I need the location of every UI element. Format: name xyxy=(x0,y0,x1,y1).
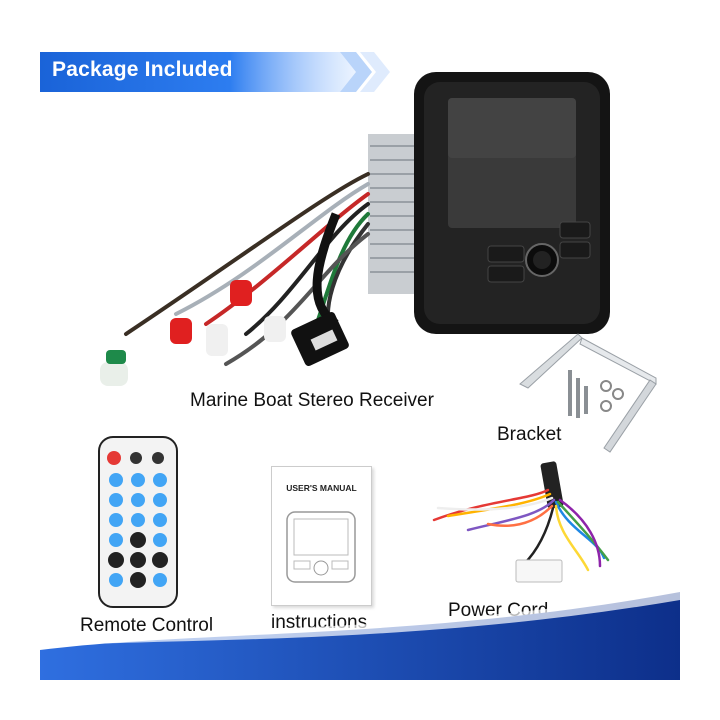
package-banner: Package Included xyxy=(40,52,392,92)
user-manual-image: USER'S MANUAL xyxy=(271,466,372,606)
banner-title: Package Included xyxy=(52,58,233,81)
stereo-receiver-image xyxy=(100,72,610,386)
power-cord-image xyxy=(432,461,610,583)
remote-control-image xyxy=(98,436,178,608)
manual-device-illustration xyxy=(286,511,356,583)
bracket-label: Bracket xyxy=(497,424,562,445)
banner-arrow-shape xyxy=(40,52,390,92)
remote-label: Remote Control xyxy=(80,615,214,636)
bottom-wave-decoration xyxy=(40,590,680,680)
receiver-label: Marine Boat Stereo Receiver xyxy=(190,390,434,411)
bracket-image xyxy=(519,333,657,453)
manual-cover-title: USER'S MANUAL xyxy=(286,483,357,493)
